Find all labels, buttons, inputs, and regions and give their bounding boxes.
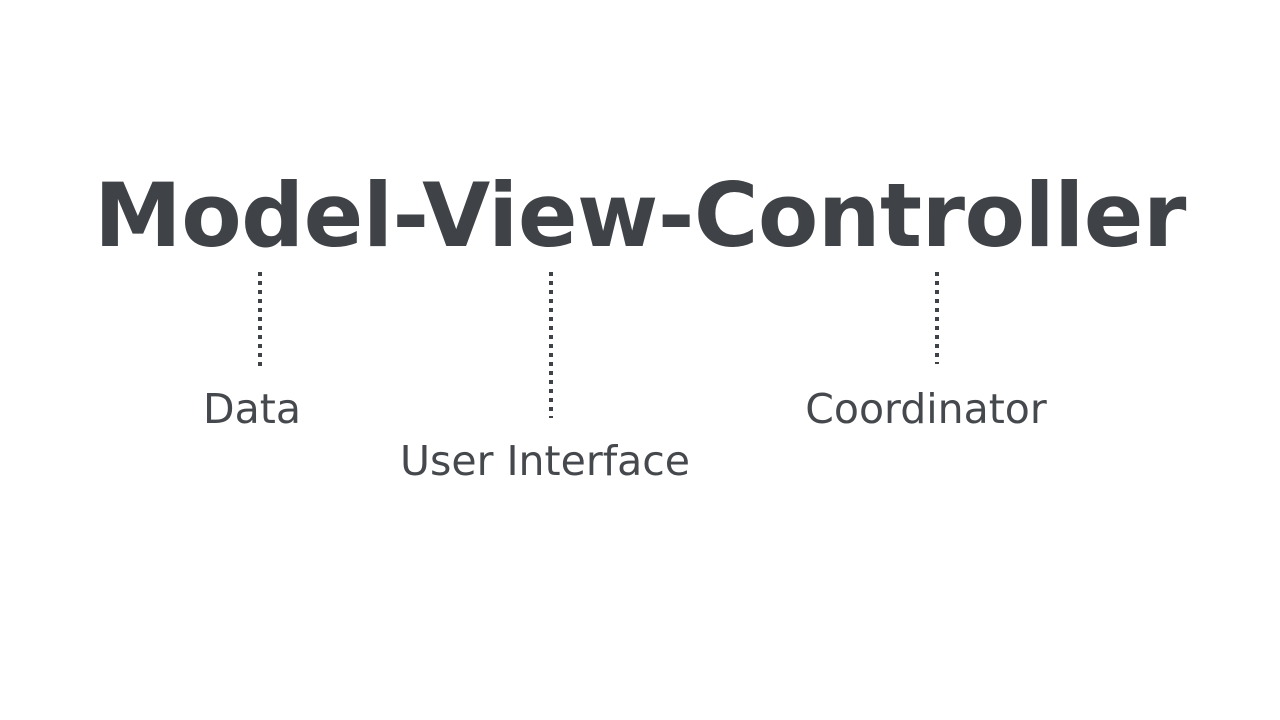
page-title: Model-View-Controller <box>94 164 1186 267</box>
connector-line-view <box>549 272 553 418</box>
connector-line-model <box>258 272 262 367</box>
connector-line-controller <box>935 272 939 364</box>
label-view-user-interface: User Interface <box>399 437 691 485</box>
label-controller-coordinator: Coordinator <box>805 385 1047 433</box>
label-model-data: Data <box>203 385 301 433</box>
